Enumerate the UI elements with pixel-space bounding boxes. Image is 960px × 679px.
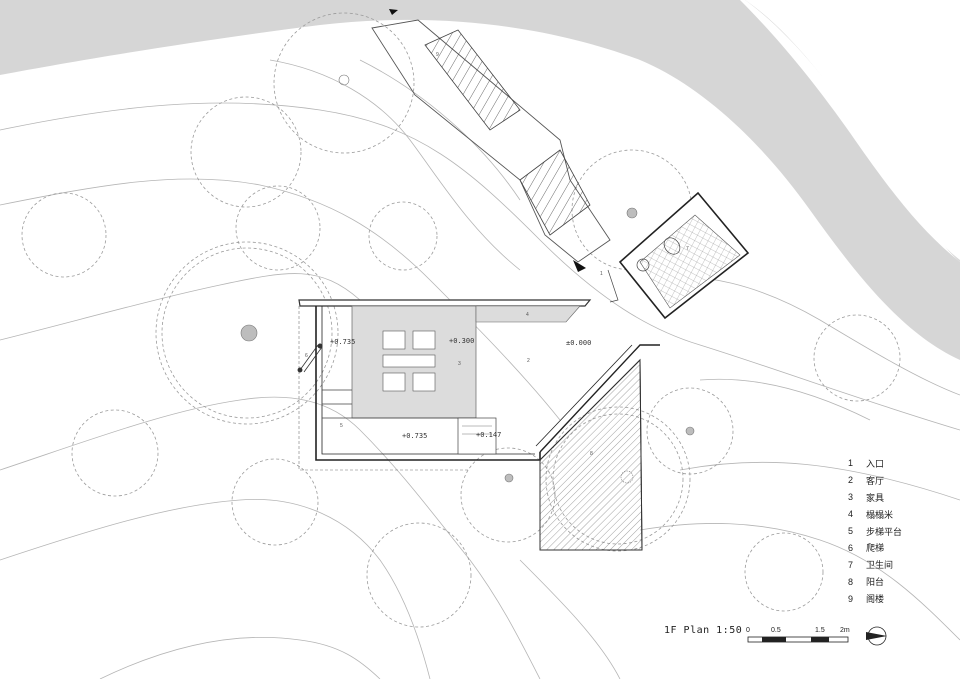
arrow-icon <box>573 260 586 272</box>
level-stage-left: +0.735 <box>330 338 355 346</box>
svg-text:6: 6 <box>305 353 308 359</box>
svg-text:2: 2 <box>527 358 530 364</box>
scale-tick-label: 1.5 <box>815 627 825 634</box>
svg-text:7: 7 <box>686 246 689 252</box>
arrow-icon <box>389 9 398 15</box>
svg-text:3: 3 <box>458 361 461 367</box>
bathroom <box>607 191 750 320</box>
balcony-deck <box>539 358 643 551</box>
river-band-shape <box>0 0 960 360</box>
level-entry: ±0.000 <box>566 339 591 347</box>
level-labels: ±0.000 +0.300 +0.735 +0.735 +0.147 <box>330 337 591 440</box>
scale-tick-label: 0.5 <box>771 627 781 634</box>
tree-trunks <box>240 74 695 484</box>
north-arrow-icon <box>866 626 887 646</box>
svg-text:9: 9 <box>436 52 439 58</box>
svg-text:1: 1 <box>600 271 603 277</box>
room-numbers: 1 2 3 4 5 6 7 8 9 <box>305 52 689 457</box>
level-stage-bottom: +0.735 <box>402 432 427 440</box>
svg-text:4: 4 <box>526 312 529 318</box>
scale-tick-label: 2m <box>840 627 850 634</box>
river-band-top <box>0 0 960 260</box>
entry-stair-path <box>371 9 611 272</box>
furniture-blocks <box>382 330 436 392</box>
svg-text:5: 5 <box>340 423 343 429</box>
level-step: +0.147 <box>476 431 501 439</box>
house-plan <box>297 299 660 471</box>
svg-text:8: 8 <box>590 451 593 457</box>
scale-tick-label: 0 <box>746 627 750 634</box>
contour-lines <box>0 59 960 679</box>
drawing-title: 1F Plan 1:50 <box>664 625 743 636</box>
scale-bar <box>747 636 849 643</box>
level-tatami: +0.300 <box>449 337 474 345</box>
